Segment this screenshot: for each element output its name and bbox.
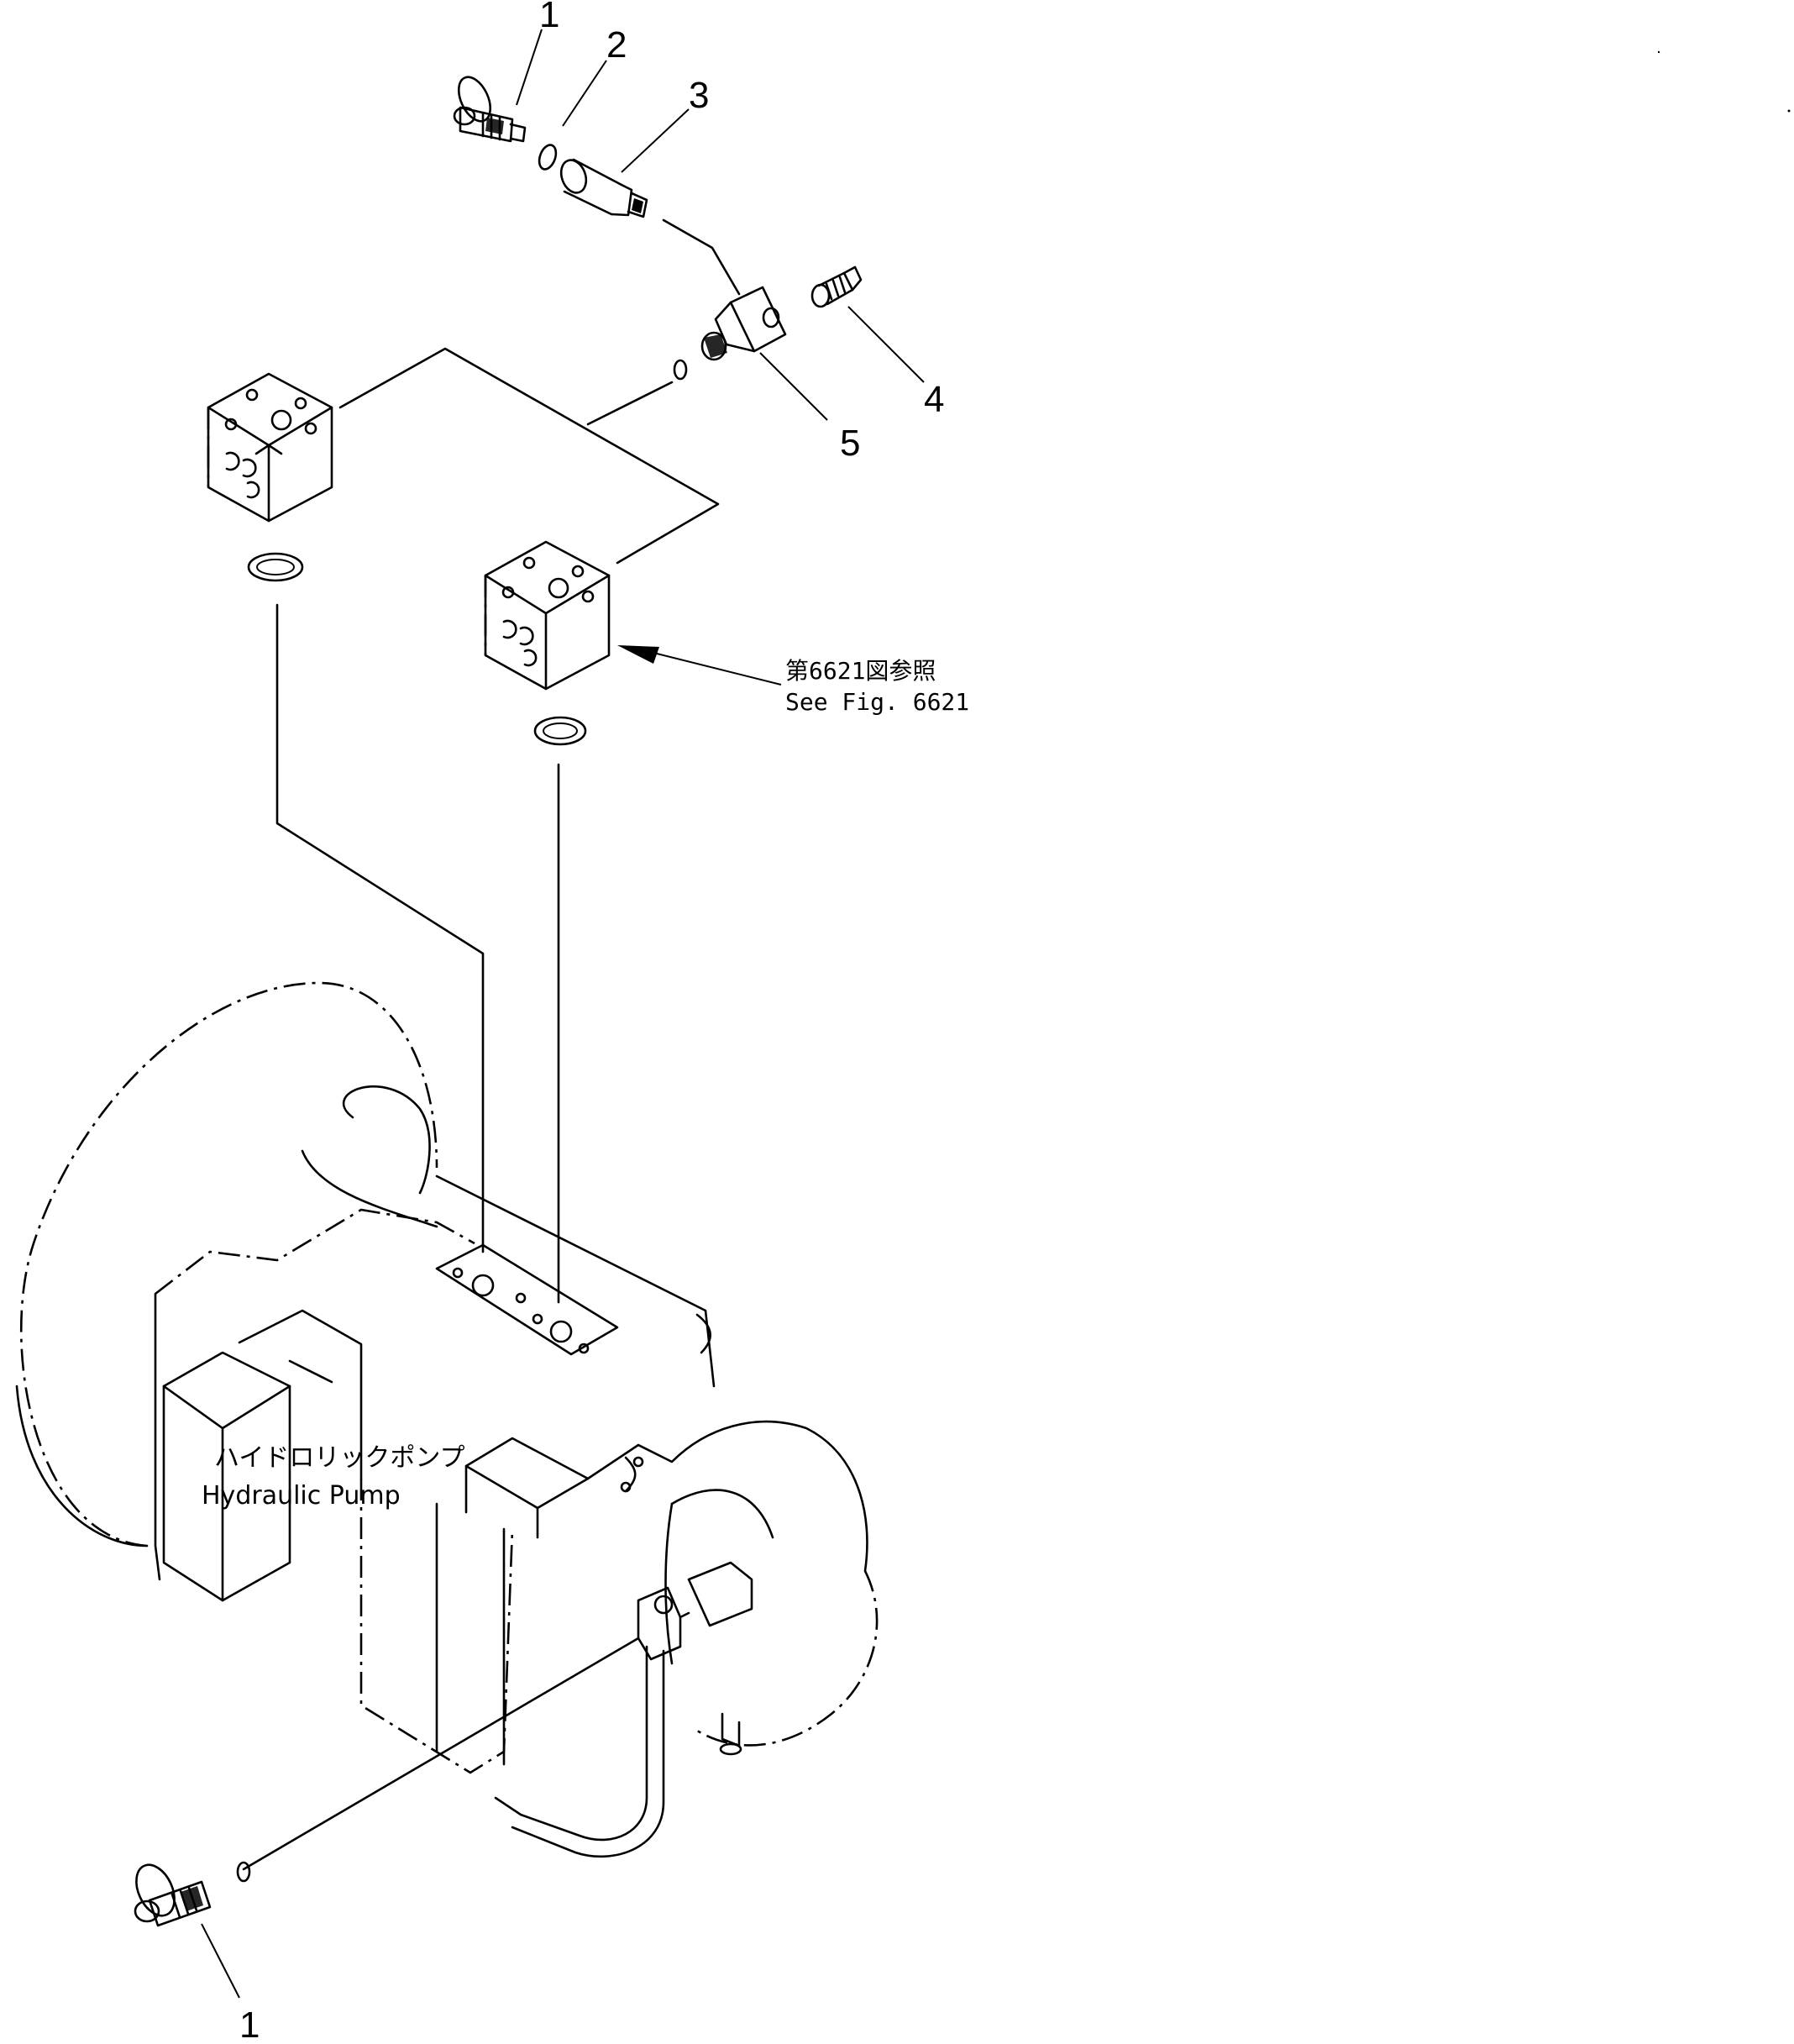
pump-label-en: Hydraulic Pump — [202, 1481, 401, 1511]
callout-3: 3 — [689, 75, 709, 116]
leader-3 — [621, 108, 690, 173]
adapter-part-3 — [559, 158, 648, 218]
reference-note-en: See Fig. 6621 — [785, 688, 969, 716]
leader-1-top — [516, 29, 543, 106]
pump-label-jp: ハイドロリックポンプ — [214, 1443, 465, 1473]
o-ring-right — [533, 716, 587, 746]
leader-2 — [562, 60, 607, 127]
callout-2: 2 — [606, 24, 627, 66]
block-part-5 — [673, 286, 787, 381]
valve-block-left — [207, 372, 333, 523]
fitting-part-4 — [810, 265, 863, 308]
valve-block-right — [484, 540, 611, 691]
callout-5: 5 — [840, 423, 860, 464]
callout-4: 4 — [924, 379, 944, 420]
o-ring-part-2 — [538, 144, 558, 171]
corner-mark — [1657, 50, 1660, 54]
coupler-part-top — [453, 76, 527, 143]
callout-1-top: 1 — [539, 0, 559, 35]
reference-note-jp: 第6621図参照 — [785, 657, 936, 685]
coupler-part-bottom — [134, 1861, 251, 1927]
reference-arrow — [617, 645, 782, 686]
routing-line-bottom — [242, 1637, 640, 1871]
hydraulic-pump — [15, 981, 879, 1858]
leader-5 — [759, 352, 828, 421]
routing-line-left — [275, 603, 485, 1253]
o-ring-left — [247, 552, 304, 582]
leader-1-bottom — [201, 1923, 240, 1999]
callout-1-bottom: 1 — [239, 2005, 260, 2044]
leader-4 — [847, 306, 925, 383]
bracket-line — [338, 347, 720, 565]
connector-3-5 — [662, 218, 741, 296]
connector-5-block — [586, 381, 674, 426]
corner-mark — [1787, 109, 1791, 113]
